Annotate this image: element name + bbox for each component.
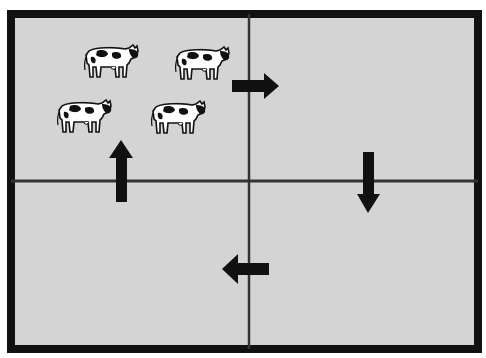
arrow-down-icon <box>357 152 380 213</box>
quadrant-bottom-right <box>251 183 474 345</box>
quadrant-top-left <box>15 18 247 179</box>
quadrant-bottom-left <box>15 183 247 345</box>
arrow-left-icon <box>222 254 269 284</box>
quadrant-top-right <box>251 18 474 179</box>
arrow-up-icon <box>109 140 133 202</box>
arrow-right-icon <box>232 73 279 99</box>
